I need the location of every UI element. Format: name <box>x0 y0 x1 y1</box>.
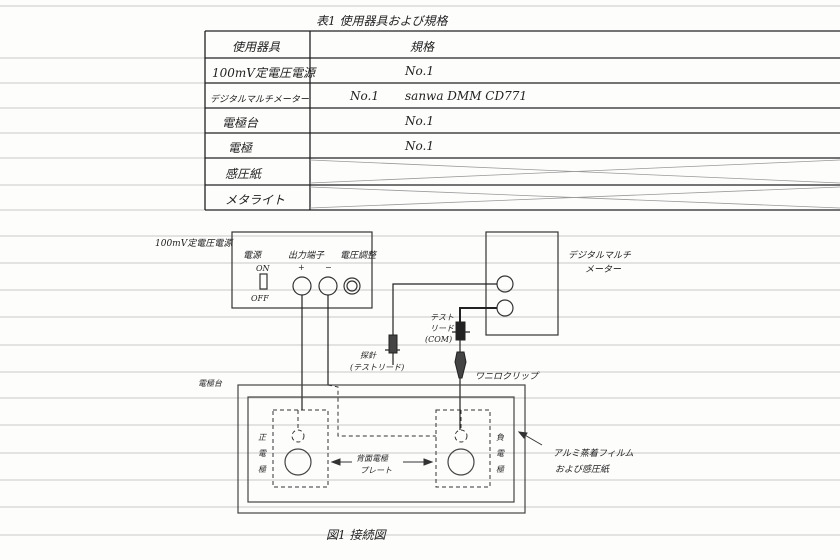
wires <box>301 283 497 430</box>
row-spec: No.1 <box>405 114 434 128</box>
row-model: sanwa DMM CD771 <box>405 89 527 103</box>
row-spec: No.1 <box>350 89 379 103</box>
meter-label-2: メーター <box>585 265 622 275</box>
row-item: デジタルマルチメーター <box>210 95 309 105</box>
plate-label-2: プレート <box>360 466 392 475</box>
switch-off-label: OFF <box>251 294 269 303</box>
probe-label-2: (テストリード) <box>350 363 405 372</box>
row-item: 電極台 <box>222 116 259 130</box>
plate-label: 背面電極 <box>356 454 388 463</box>
output-terminal-label: 出力端子 <box>288 251 325 261</box>
dashed-parts <box>272 384 491 488</box>
film-label: アルミ蒸着フィルム <box>553 449 634 459</box>
plus-label: + <box>298 263 305 272</box>
film-label-2: および感圧紙 <box>555 465 610 475</box>
table-grid <box>204 30 840 211</box>
crossed-cells <box>309 159 840 209</box>
header-spec: 規格 <box>410 40 435 54</box>
negative-label-2: 電 <box>496 449 504 458</box>
electrode-stand <box>237 384 526 514</box>
row-spec: No.1 <box>405 139 434 153</box>
positive-label-1: 正 <box>258 433 266 442</box>
power-switch-label: 電源 <box>243 251 262 261</box>
positive-label-2: 電 <box>258 449 266 458</box>
probes <box>388 321 467 379</box>
voltage-dial-label: 電圧調整 <box>340 251 377 261</box>
meter-label: デジタルマルチ <box>568 251 631 261</box>
com-label-2: リード <box>430 324 454 333</box>
row-item: 電極 <box>228 141 253 155</box>
plate-arrows <box>330 431 543 466</box>
row-item: メタライト <box>225 193 286 207</box>
probe-label: 探針 <box>360 351 376 360</box>
stand-label: 電極台 <box>198 379 222 388</box>
row-spec: No.1 <box>405 64 434 78</box>
power-supply-label: 100mV定電圧電源 <box>155 239 233 249</box>
positive-label-3: 極 <box>258 465 266 474</box>
figure-caption: 図1 接続図 <box>326 528 386 542</box>
minus-label: − <box>325 263 332 272</box>
table-caption: 表1 使用器具および規格 <box>316 14 448 28</box>
negative-label-3: 極 <box>496 465 504 474</box>
negative-label-1: 負 <box>496 433 504 442</box>
ruled-lines <box>0 5 840 536</box>
row-item: 感圧紙 <box>225 167 262 181</box>
row-item: 100mV定電圧電源 <box>212 66 315 80</box>
com-label-3: (COM) <box>425 335 453 344</box>
clip-label: ワニロクリップ <box>475 372 539 382</box>
com-label: テスト <box>430 313 454 322</box>
header-item: 使用器具 <box>232 40 281 54</box>
switch-on-label: ON <box>256 264 270 273</box>
